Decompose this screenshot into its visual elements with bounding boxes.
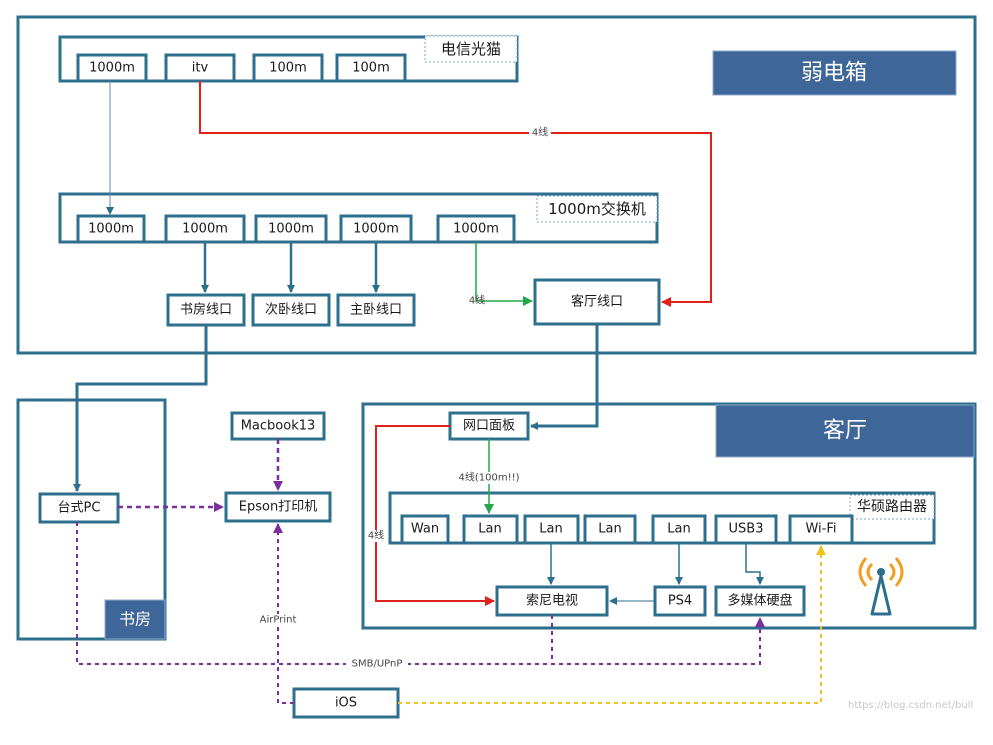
edge-label-bg	[365, 530, 387, 542]
router-port-label: USB3	[729, 522, 764, 537]
outlet-living-label: 客厅线口	[571, 294, 623, 310]
weak-box-title: 弱电箱	[801, 61, 867, 86]
edge-label-bg	[346, 658, 408, 670]
router-port-label: Lan	[478, 522, 501, 537]
watermark: https://blog.csdn.net/bull	[848, 700, 973, 711]
modem-title-box	[424, 35, 518, 63]
study-outlet-to-pc-line	[73, 325, 208, 492]
router-to-hdd-line	[745, 543, 764, 585]
router-port-lan-1	[462, 514, 519, 545]
outlet-second-bedroom	[251, 293, 331, 327]
ios-device-label: iOS	[335, 696, 357, 711]
router-title: 华硕路由器	[857, 499, 927, 515]
switch-port-label: 1000m	[353, 222, 399, 237]
pc-to-hdd-smb-line	[76, 522, 765, 665]
living-room-frame	[361, 402, 977, 630]
edge-label-bg	[456, 472, 520, 484]
router-title-box	[849, 494, 935, 520]
router-port-label: Lan	[667, 522, 690, 537]
ios-to-wifi-line	[398, 545, 826, 704]
epson-printer	[224, 491, 332, 523]
router-port-label: Wi-Fi	[805, 522, 836, 537]
outlet-master-bedroom	[336, 293, 416, 327]
router-port-label: Wan	[411, 522, 439, 537]
living-room-title: 客厅	[823, 419, 867, 444]
network-panel	[448, 411, 530, 441]
outlet-second-bedroom-label: 次卧线口	[265, 302, 317, 318]
edge-label-smb: SMB/UPnP	[352, 659, 403, 670]
weak-box-banner	[712, 50, 957, 96]
edge-label-airprint: AirPrint	[260, 615, 297, 626]
itv-line	[199, 81, 712, 307]
network-panel-label: 网口面板	[463, 419, 515, 434]
macbook-label: Macbook13	[241, 419, 316, 434]
modem-port-itv	[164, 53, 236, 83]
outlet-living	[533, 278, 661, 326]
ios-to-printer-line	[273, 523, 294, 704]
living-outlet-to-panel-line	[530, 324, 599, 430]
study-title: 书房	[119, 610, 151, 629]
modem-port-100m-a	[252, 53, 324, 83]
modem-port-label: 100m	[269, 61, 306, 76]
wifi-antenna-icon	[858, 557, 904, 616]
router-port-wifi	[788, 514, 854, 545]
ps4-label: PS4	[668, 594, 692, 609]
living-room-banner	[715, 404, 975, 458]
sony-tv	[495, 585, 609, 617]
media-hdd	[714, 585, 806, 617]
edge-label-4wire-b: 4线	[469, 294, 485, 307]
edge-label-bg	[529, 127, 551, 139]
switch-title: 1000m交换机	[548, 200, 646, 218]
switch-port-2	[164, 214, 246, 244]
study-frame	[16, 398, 167, 641]
router-port-label: Lan	[539, 522, 562, 537]
modem-port-label: 100m	[352, 61, 389, 76]
switch-port-label: 1000m	[182, 222, 228, 237]
modem-title: 电信光猫	[441, 40, 501, 58]
router-port-lan-3	[583, 514, 637, 545]
panel-to-tv-line	[375, 425, 495, 606]
switch-port-1	[76, 214, 146, 244]
macbook	[230, 411, 326, 441]
modem-port-100m-b	[335, 53, 407, 83]
switch-port-3	[254, 214, 328, 244]
epson-printer-label: Epson打印机	[239, 500, 317, 515]
router-port-wan	[400, 514, 450, 545]
modem-port-label: itv	[192, 61, 209, 76]
edge-label-4wire-a: 4线	[532, 126, 548, 139]
desktop-pc	[38, 492, 120, 524]
edge-label-4wire-c: 4线	[368, 529, 384, 542]
weak-box-frame	[16, 15, 977, 355]
switch-to-living-line	[475, 242, 533, 306]
modem-port-label: 1000m	[89, 61, 135, 76]
router-port-lan-2	[523, 514, 580, 545]
media-hdd-label: 多媒体硬盘	[727, 593, 792, 609]
switch-port-label: 1000m	[453, 222, 499, 237]
modem-port-1000m	[76, 53, 148, 83]
study-banner	[104, 599, 166, 640]
router-port-label: Lan	[598, 522, 621, 537]
outlet-master-bedroom-label: 主卧线口	[350, 303, 402, 318]
sony-tv-label: 索尼电视	[526, 594, 578, 609]
desktop-pc-label: 台式PC	[58, 501, 101, 516]
edge-label-bg	[258, 614, 298, 626]
outlet-study-label: 书房线口	[180, 302, 232, 318]
edge-label-4wire-100m: 4线(100m!!)	[458, 471, 519, 484]
switch-port-label: 1000m	[268, 222, 314, 237]
switch-port-label: 1000m	[88, 222, 134, 237]
switch-title-box	[536, 195, 658, 223]
